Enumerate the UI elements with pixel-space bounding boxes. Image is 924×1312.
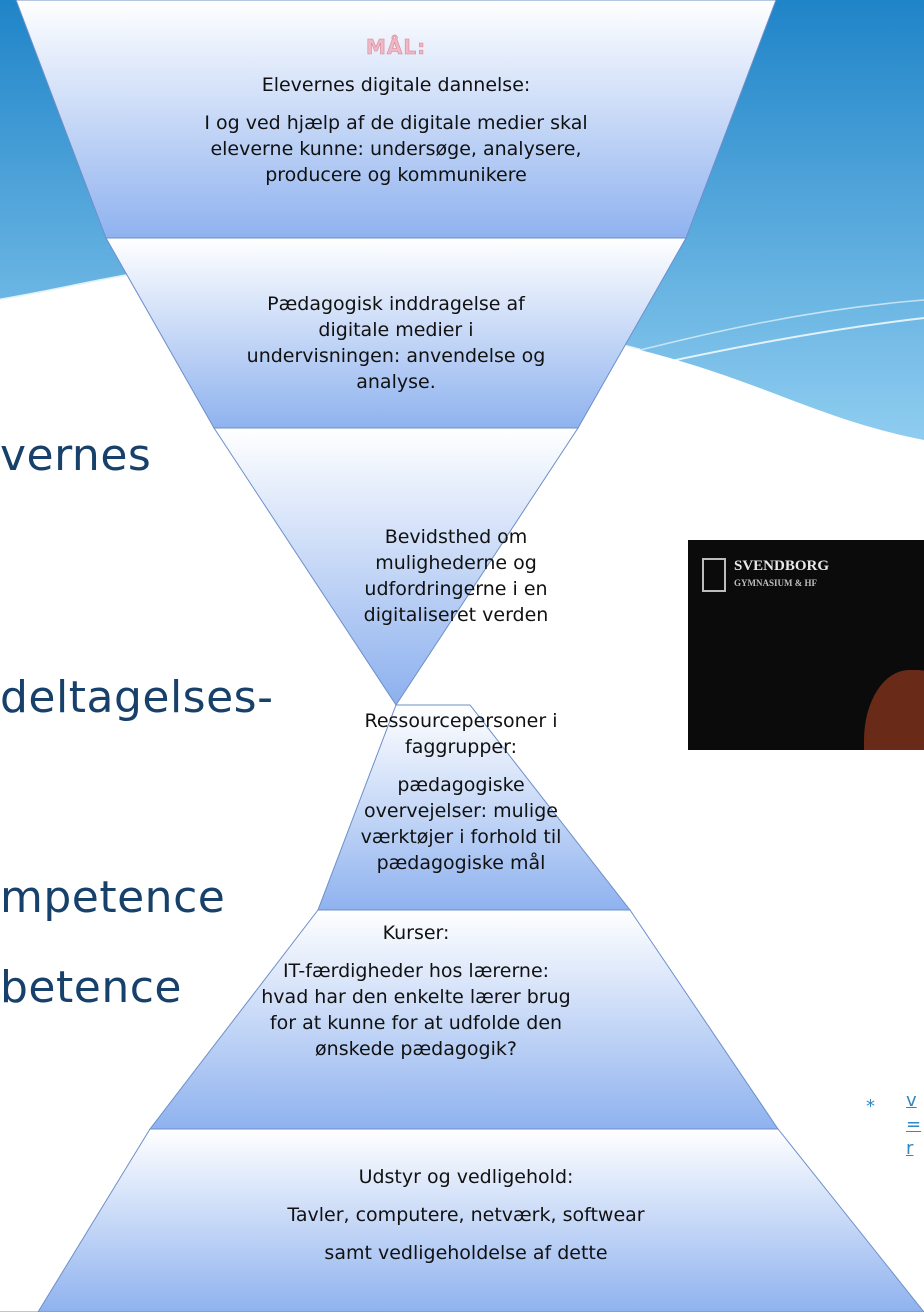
link-fragment[interactable]: =	[906, 1114, 922, 1135]
slide-fragment-3: mpetence	[0, 872, 226, 923]
tier-6-line: samt vedligeholdelse af dette	[324, 1242, 608, 1264]
photo-figure	[864, 670, 924, 750]
tier-2-line: analyse.	[356, 371, 436, 393]
slide-fragment-1: vernes	[0, 430, 152, 481]
tier-4-line: pædagogiske	[397, 774, 525, 796]
link-fragment[interactable]: r	[906, 1138, 914, 1159]
tier-4-line: værktøjer i forhold til	[360, 826, 562, 848]
tier-1-line: eleverne kunne: undersøge, analysere,	[210, 138, 582, 160]
link-fragment[interactable]: v	[906, 1090, 917, 1111]
wave-line	[619, 317, 924, 373]
mal-label: MÅL:	[365, 35, 427, 60]
tier-3-line: mulighederne og	[375, 552, 537, 574]
school-photo: SVENDBORG GYMNASIUM & HF	[688, 540, 924, 750]
tier-3-shape	[213, 427, 579, 706]
tier-2: Pædagogisk inddragelse af digitale medie…	[246, 291, 546, 395]
tier-4-line: overvejelser: mulige	[364, 800, 558, 822]
tier-4: Ressourcepersoner i faggrupper: pædagogi…	[336, 708, 586, 876]
tier-1-line: producere og kommunikere	[265, 164, 527, 186]
tier-2-line: digitale medier i	[318, 319, 474, 341]
slide-fragment-2: deltagelses-	[0, 672, 274, 723]
tier-4-heading: Ressourcepersoner i	[364, 710, 558, 732]
bullet-asterisk: *	[866, 1096, 875, 1117]
tier-5-line: hvad har den enkelte lærer brug	[261, 986, 571, 1008]
school-logo-icon	[702, 558, 726, 592]
tier-5-heading: Kurser:	[382, 922, 450, 944]
tier-3-line: Bevidsthed om	[384, 526, 528, 548]
wave-line	[599, 299, 924, 361]
tier-1-heading: Elevernes digitale dannelse:	[261, 74, 531, 96]
tier-6-line: Tavler, computere, netværk, softwear	[287, 1204, 645, 1226]
tier-5-line: IT-færdigheder hos lærerne:	[282, 960, 550, 982]
tier-4-heading: faggrupper:	[405, 736, 517, 758]
tier-4-line: pædagogiske mål	[376, 852, 546, 874]
tier-5: Kurser: IT-færdigheder hos lærerne: hvad…	[246, 920, 586, 1062]
slide-fragment-4: betence	[0, 962, 182, 1013]
logo-subtitle: GYMNASIUM & HF	[734, 578, 817, 588]
tier-3-line: digitaliseret verden	[363, 604, 549, 626]
tier-1: MÅL: Elevernes digitale dannelse: I og v…	[196, 34, 596, 188]
tier-2-line: undervisningen: anvendelse og	[246, 345, 546, 367]
tier-2-line: Pædagogisk inddragelse af	[267, 293, 525, 315]
tier-6-shape	[0, 1128, 924, 1312]
tier-3: Bevidsthed om mulighederne og udfordring…	[336, 524, 576, 628]
tier-3-line: udfordringerne i en	[364, 578, 548, 600]
tier-1-line: I og ved hjælp af de digitale medier ska…	[204, 112, 588, 134]
tier-6: Udstyr og vedligehold: Tavler, computere…	[226, 1164, 706, 1266]
tier-5-line: for at kunne for at udfolde den	[269, 1012, 563, 1034]
tier-6-heading: Udstyr og vedligehold:	[358, 1166, 574, 1188]
logo-name: SVENDBORG	[734, 558, 830, 574]
tier-5-line: ønskede pædagogik?	[315, 1038, 517, 1060]
